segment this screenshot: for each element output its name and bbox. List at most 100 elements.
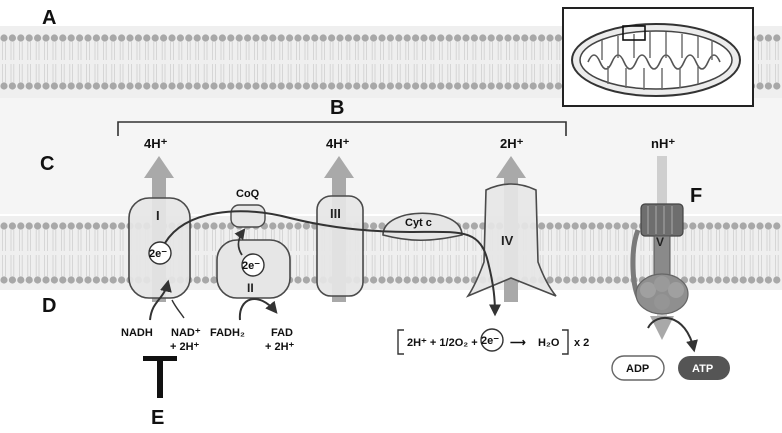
lipid-head	[773, 222, 781, 230]
lipid-head	[773, 34, 781, 42]
lipid-head	[244, 34, 252, 42]
lipid-head	[353, 82, 361, 90]
lipid-head	[563, 276, 571, 284]
lipid-head	[34, 276, 42, 284]
lipid-head	[269, 34, 277, 42]
atp-synthase-icon: V	[630, 203, 689, 315]
lipid-head	[126, 34, 134, 42]
lipid-head	[386, 276, 394, 284]
lipid-head	[504, 34, 512, 42]
lipid-head	[302, 222, 310, 230]
lipid-head	[202, 34, 210, 42]
lipid-head	[34, 34, 42, 42]
lipid-head	[546, 222, 554, 230]
lipid-head	[521, 34, 529, 42]
electron-reaction	[480, 328, 504, 352]
lipid-head	[512, 34, 521, 42]
lipid-head	[706, 222, 714, 230]
lipid-head	[378, 222, 386, 230]
lipid-head	[101, 276, 109, 284]
lipid-head	[8, 222, 16, 230]
lipid-head	[622, 222, 630, 230]
lipid-head	[403, 34, 411, 42]
lipid-head	[386, 34, 394, 42]
complex-ii: 2e⁻ II	[216, 239, 291, 299]
coq-uptake-arrow	[234, 228, 246, 256]
lipid-head	[193, 34, 201, 42]
fad-protons-label: + 2H⁺	[265, 341, 295, 353]
lipid-head	[67, 276, 75, 284]
lipid-head	[17, 34, 25, 42]
lipid-head	[34, 222, 42, 230]
lipid-head	[59, 82, 67, 90]
lipid-head	[605, 276, 613, 284]
lipid-head	[378, 82, 386, 90]
lipid-head	[143, 82, 151, 90]
lipid-head	[428, 82, 436, 90]
lipid-head	[8, 34, 16, 42]
lipid-head	[84, 82, 92, 90]
complex-iv-label: IV	[501, 233, 514, 248]
lipid-head	[521, 82, 529, 90]
lipid-head	[302, 276, 310, 284]
lipid-head	[50, 34, 59, 42]
coq-label: CoQ	[236, 188, 260, 200]
lipid-head	[17, 222, 25, 230]
lipid-head	[277, 34, 285, 42]
lipid-head	[462, 34, 470, 42]
lipid-head	[554, 276, 563, 284]
panel-label-d: D	[42, 295, 56, 317]
svg-text:ATP: ATP	[692, 363, 713, 375]
lipid-head	[294, 82, 302, 90]
reaction-reactants: 2H⁺ + 1/2O₂ +	[407, 337, 478, 349]
lipid-head	[227, 34, 235, 42]
lipid-head	[512, 82, 521, 90]
lipid-head	[344, 82, 352, 90]
lipid-head	[168, 34, 176, 42]
lipid-head	[109, 276, 117, 284]
complex-i: I 2e⁻	[128, 197, 191, 299]
lipid-head	[437, 82, 445, 90]
lipid-head	[143, 34, 151, 42]
lipid-head	[479, 82, 487, 90]
lipid-head	[311, 82, 319, 90]
lipid-head	[252, 34, 260, 42]
phosphorylation-arrow	[647, 316, 698, 353]
lipid-head	[546, 82, 554, 90]
reaction-product: H₂O	[538, 337, 560, 349]
lipid-head	[210, 222, 218, 230]
complex-i-label: I	[156, 208, 160, 223]
lipid-head	[193, 222, 201, 230]
lipid-head	[395, 34, 403, 42]
lipid-head	[101, 222, 109, 230]
lipid-head	[580, 276, 588, 284]
lipid-head	[185, 82, 193, 90]
lipid-head	[8, 82, 16, 90]
complex-iii-label: III	[330, 206, 341, 221]
lipid-head	[395, 82, 403, 90]
lipid-head	[42, 276, 50, 284]
lipid-head	[277, 82, 285, 90]
lipid-head	[210, 82, 218, 90]
panel-label-c: C	[40, 153, 54, 175]
lipid-head	[462, 82, 470, 90]
lipid-head	[403, 276, 411, 284]
svg-text:2e⁻: 2e⁻	[242, 260, 260, 272]
lipid-head	[101, 34, 109, 42]
lipid-head	[302, 82, 310, 90]
fadh2-oxidation-arrow	[238, 298, 278, 321]
proton-label-complex-3: 4H⁺	[326, 136, 350, 151]
lipid-head	[118, 82, 126, 90]
fad-label: FAD	[271, 327, 293, 339]
lipid-head	[277, 222, 285, 230]
panel-label-f: F	[690, 185, 702, 207]
lipid-head	[92, 276, 100, 284]
nadh-oxidation-arrow	[149, 279, 172, 321]
lipid-head	[756, 222, 764, 230]
lipid-head	[151, 82, 159, 90]
lipid-head	[378, 34, 386, 42]
lipid-head	[613, 276, 621, 284]
lipid-head	[218, 222, 226, 230]
lipid-head	[176, 82, 184, 90]
lipid-head	[202, 222, 210, 230]
